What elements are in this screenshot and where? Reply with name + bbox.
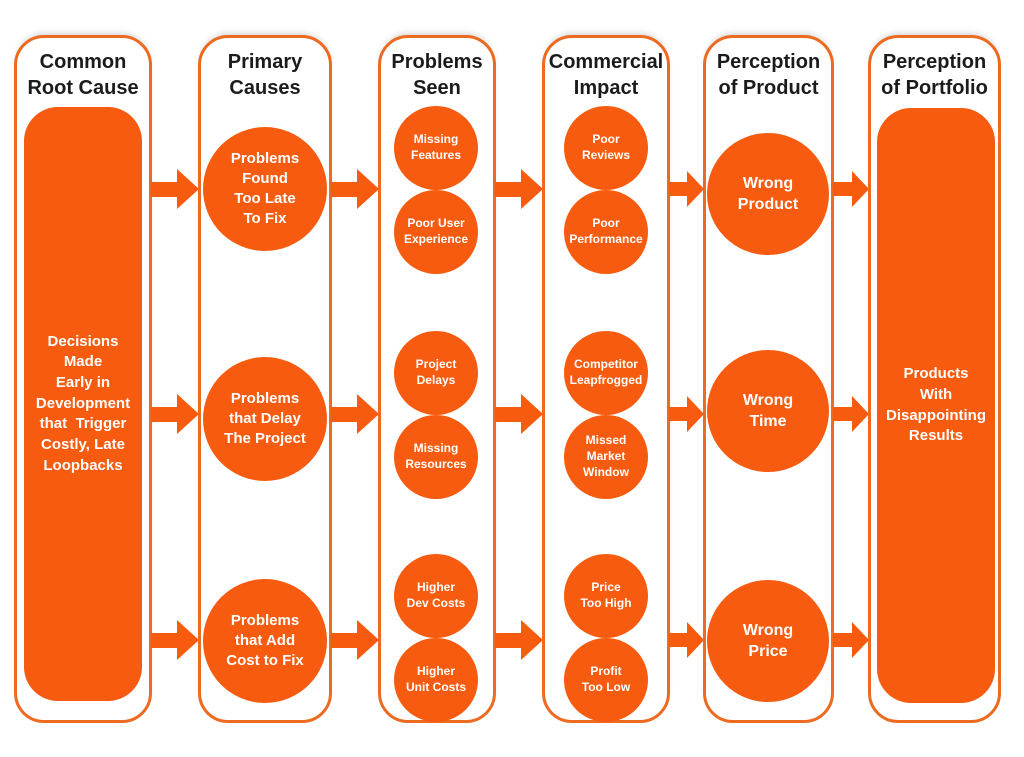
circle-wrong-product: Wrong Product bbox=[707, 133, 829, 255]
circle-missing-resources: Missing Resources bbox=[394, 415, 478, 499]
circle-competitor-leapfrogged: Competitor Leapfrogged bbox=[564, 331, 648, 415]
column-header-primary-causes: Primary Causes bbox=[227, 51, 303, 99]
circle-text: Poor Reviews bbox=[581, 132, 631, 162]
circle-missed-market-window: Missed Market Window bbox=[564, 415, 648, 499]
flow-arrow-right-icon bbox=[331, 394, 379, 434]
circle-text: Wrong Time bbox=[742, 391, 794, 430]
flow-arrow-right-icon bbox=[331, 169, 379, 209]
flow-arrow-right-icon bbox=[833, 620, 869, 660]
column-header-problems-seen: Problems Seen bbox=[391, 51, 483, 99]
flow-arrow-right-icon bbox=[495, 169, 543, 209]
circle-text: Wrong Product bbox=[737, 174, 799, 213]
circle-problems-that-add-cost: Problems that Add Cost to Fix bbox=[203, 579, 327, 703]
circle-poor-reviews: Poor Reviews bbox=[564, 106, 648, 190]
circle-text: Wrong Price bbox=[742, 621, 794, 660]
flow-arrow-right-icon bbox=[833, 394, 869, 434]
portfolio-box: Products With Disappointing Results bbox=[877, 108, 995, 703]
root-cause-box-text: Decisions Made Early in Development that… bbox=[35, 332, 131, 474]
circle-higher-unit-costs: Higher Unit Costs bbox=[394, 638, 478, 722]
flow-arrow-right-icon bbox=[669, 620, 704, 660]
circle-text: Missing Resources bbox=[405, 441, 467, 471]
circle-text: Problems Found Too Late To Fix bbox=[230, 149, 300, 228]
flow-arrow-right-icon bbox=[331, 620, 379, 660]
flow-arrow-right-icon bbox=[669, 394, 704, 434]
column-header-common-root-cause: Common Root Cause bbox=[27, 51, 139, 99]
circle-missing-features: Missing Features bbox=[394, 106, 478, 190]
circle-text: Missing Features bbox=[410, 132, 462, 162]
circle-poor-performance: Poor Performance bbox=[564, 190, 648, 274]
column-header-perception-of-portfolio: Perception of Portfolio bbox=[881, 51, 988, 99]
flow-arrow-right-icon bbox=[151, 169, 199, 209]
column-header-commercial-impact: Commercial Impact bbox=[548, 51, 664, 99]
circle-profit-too-low: Profit Too Low bbox=[564, 638, 648, 722]
circle-wrong-time: Wrong Time bbox=[707, 350, 829, 472]
column-header-perception-of-product: Perception of Product bbox=[716, 51, 821, 99]
circle-text: Poor User Experience bbox=[403, 216, 469, 246]
flow-arrow-right-icon bbox=[495, 394, 543, 434]
portfolio-box-text: Products With Disappointing Results bbox=[886, 365, 986, 445]
circle-project-delays: Project Delays bbox=[394, 331, 478, 415]
circle-text: Profit Too Low bbox=[581, 664, 631, 694]
root-cause-box: Decisions Made Early in Development that… bbox=[24, 107, 142, 701]
circle-text: Missed Market Window bbox=[583, 433, 629, 479]
circle-text: Poor Performance bbox=[569, 216, 643, 246]
circle-higher-dev-costs: Higher Dev Costs bbox=[394, 554, 478, 638]
circle-text: Project Delays bbox=[415, 357, 457, 387]
flow-arrow-right-icon bbox=[833, 169, 869, 209]
flow-arrow-right-icon bbox=[151, 394, 199, 434]
circle-text: Competitor Leapfrogged bbox=[569, 357, 643, 387]
circle-text: Price Too High bbox=[580, 580, 632, 610]
circle-problems-that-delay: Problems that Delay The Project bbox=[203, 357, 327, 481]
flow-arrow-right-icon bbox=[151, 620, 199, 660]
circle-text: Higher Dev Costs bbox=[406, 580, 466, 610]
circle-poor-user-experience: Poor User Experience bbox=[394, 190, 478, 274]
circle-text: Problems that Delay The Project bbox=[224, 389, 306, 448]
circle-text: Higher Unit Costs bbox=[406, 664, 466, 694]
circle-price-too-high: Price Too High bbox=[564, 554, 648, 638]
flow-arrow-right-icon bbox=[669, 169, 704, 209]
flow-arrow-right-icon bbox=[495, 620, 543, 660]
circle-problems-found-too-late: Problems Found Too Late To Fix bbox=[203, 127, 327, 251]
circle-text: Problems that Add Cost to Fix bbox=[226, 611, 304, 670]
circle-wrong-price: Wrong Price bbox=[707, 580, 829, 702]
